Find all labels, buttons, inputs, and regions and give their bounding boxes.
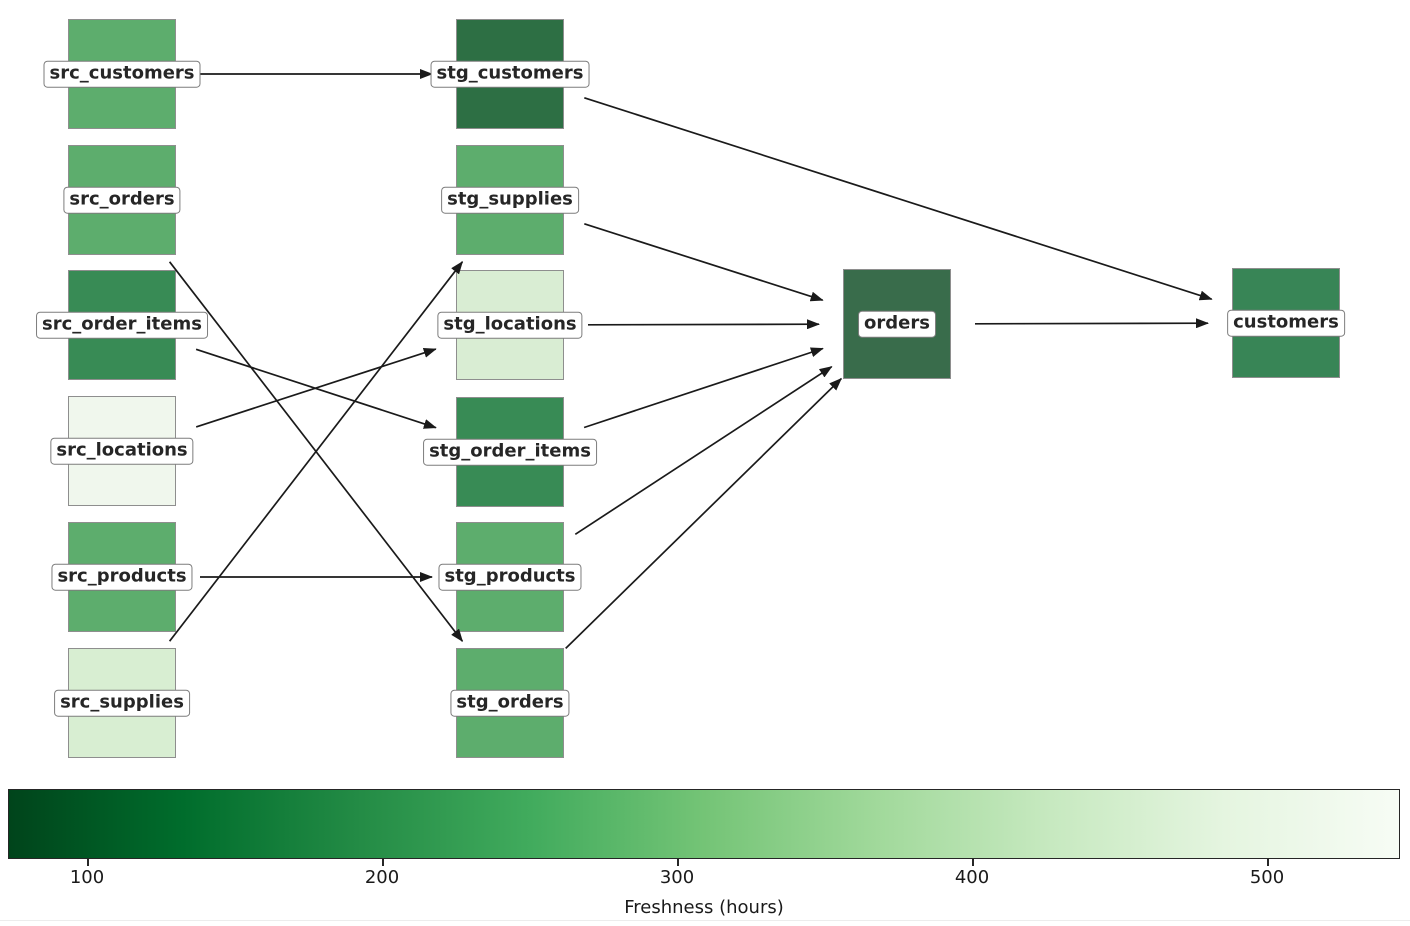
node-label-stg_supplies: stg_supplies [441,186,579,214]
colorbar-axis-label: Freshness (hours) [624,897,784,918]
colorbar-tick-400 [972,859,974,866]
node-label-src_order_items: src_order_items [36,311,208,339]
node-label-stg_orders: stg_orders [450,689,570,717]
colorbar-tick-label-100: 100 [69,867,105,888]
colorbar-tick-500 [1267,859,1269,866]
colorbar-tick-label-500: 500 [1249,867,1285,888]
node-label-orders: orders [858,310,936,338]
node-label-src_locations: src_locations [50,437,194,465]
colorbar-tick-200 [382,859,384,866]
node-label-src_customers: src_customers [43,60,201,88]
colorbar-gradient [8,789,1400,859]
colorbar-tick-300 [677,859,679,866]
node-label-stg_customers: stg_customers [430,60,590,88]
figure-bottom-border [0,920,1410,921]
colorbar-tick-label-300: 300 [659,867,695,888]
node-label-src_supplies: src_supplies [54,689,190,717]
node-label-src_products: src_products [51,563,193,591]
colorbar-tick-100 [87,859,89,866]
node-label-stg_products: stg_products [438,563,582,591]
colorbar-tick-label-200: 200 [364,867,400,888]
node-label-src_orders: src_orders [63,186,181,214]
node-label-customers: customers [1227,309,1345,337]
colorbar-tick-label-400: 400 [954,867,990,888]
node-label-stg_locations: stg_locations [437,311,583,339]
node-label-stg_order_items: stg_order_items [423,438,597,466]
